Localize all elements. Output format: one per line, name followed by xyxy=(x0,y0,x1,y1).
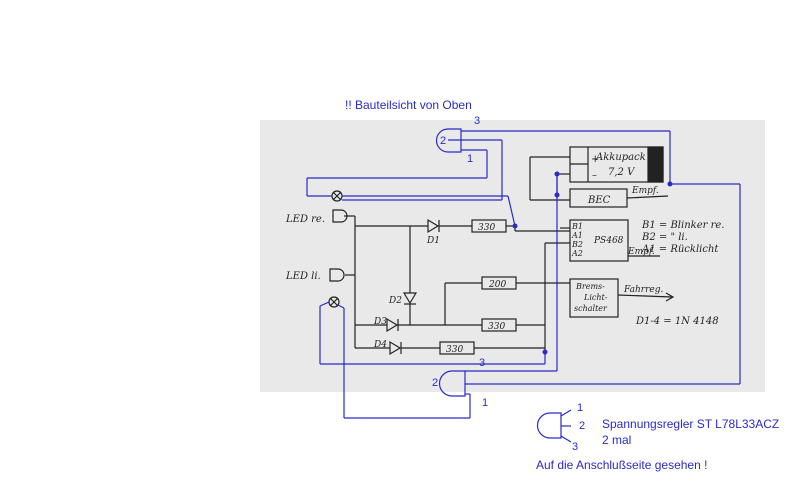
d3-label: D3 xyxy=(373,317,387,327)
reg-top-pin1: 1 xyxy=(467,153,474,165)
brems-label-3: schalter xyxy=(574,304,608,313)
diode-type-note: D1-4 = 1N 4148 xyxy=(635,316,719,327)
battery-minus-sign: – xyxy=(592,170,597,181)
brems-label-1: Brems- xyxy=(575,282,605,291)
reg-top-pin2: 2 xyxy=(440,135,447,147)
regulator-count: 2 mal xyxy=(602,433,632,447)
d2-label: D2 xyxy=(388,296,402,306)
d1-label: D1 xyxy=(426,236,440,246)
battery-plus-sign: + xyxy=(591,154,599,165)
view-orientation-note: Auf die Anschlußseite gesehen ! xyxy=(536,458,708,472)
ps-pin-a2: A2 xyxy=(571,249,583,258)
note-b2: B2 = " li. xyxy=(641,232,688,243)
resistor-d4-value: 330 xyxy=(446,345,463,355)
resistor-d3-value: 330 xyxy=(488,322,505,332)
resistor-200-value: 200 xyxy=(488,280,506,290)
led-li-symbol xyxy=(329,268,345,282)
blue-overlay-wires xyxy=(306,128,741,443)
battery-label: Akkupack xyxy=(595,152,646,163)
ps-pin-a1: A1 xyxy=(571,231,583,240)
top-view-note: !! Bauteilsicht von Oben xyxy=(345,98,472,112)
fahrreg-label: Fahrreg. xyxy=(623,285,663,295)
ps468-box xyxy=(569,219,629,262)
legend-regulator-symbol xyxy=(536,412,562,439)
reg-bottom-pin1: 1 xyxy=(482,397,489,409)
reg-bottom-pin3: 3 xyxy=(479,357,486,369)
ps-empf-label: Empf. xyxy=(627,247,655,257)
lamp-top-symbol xyxy=(331,190,343,202)
battery-voltage: 7,2 V xyxy=(608,167,636,178)
regulator-bottom-symbol xyxy=(438,370,466,397)
bec-label: BEC xyxy=(587,195,611,206)
empf-label-top: Empf. xyxy=(631,186,659,196)
reg-bottom-pin2: 2 xyxy=(432,377,439,389)
led-re-label: LED re. xyxy=(285,214,325,225)
note-b1: B1 = Blinker re. xyxy=(641,220,724,231)
ps468-label: PS468 xyxy=(593,236,624,246)
ps-pin-b2: B2 xyxy=(571,240,583,249)
legend-pin2: 2 xyxy=(579,420,586,432)
brems-label-2: Licht- xyxy=(583,293,608,302)
lamp-bottom-symbol xyxy=(328,296,340,308)
legend-pin3: 3 xyxy=(572,441,579,453)
resistor-d1-value: 330 xyxy=(478,223,495,233)
legend-pin1: 1 xyxy=(577,402,584,414)
note-a1: A1 = Rücklicht xyxy=(641,244,719,255)
led-li-label: LED li. xyxy=(285,271,321,282)
regulator-name: Spannungsregler ST L78L33ACZ xyxy=(602,417,780,431)
d4-label: D4 xyxy=(373,340,387,350)
junction-dots xyxy=(512,171,673,355)
ps-pin-b1: B1 xyxy=(571,222,583,231)
led-re-symbol xyxy=(332,209,348,223)
reg-top-pin3: 3 xyxy=(474,115,481,127)
regulator-top-symbol xyxy=(435,128,462,153)
brems-box xyxy=(569,278,619,318)
